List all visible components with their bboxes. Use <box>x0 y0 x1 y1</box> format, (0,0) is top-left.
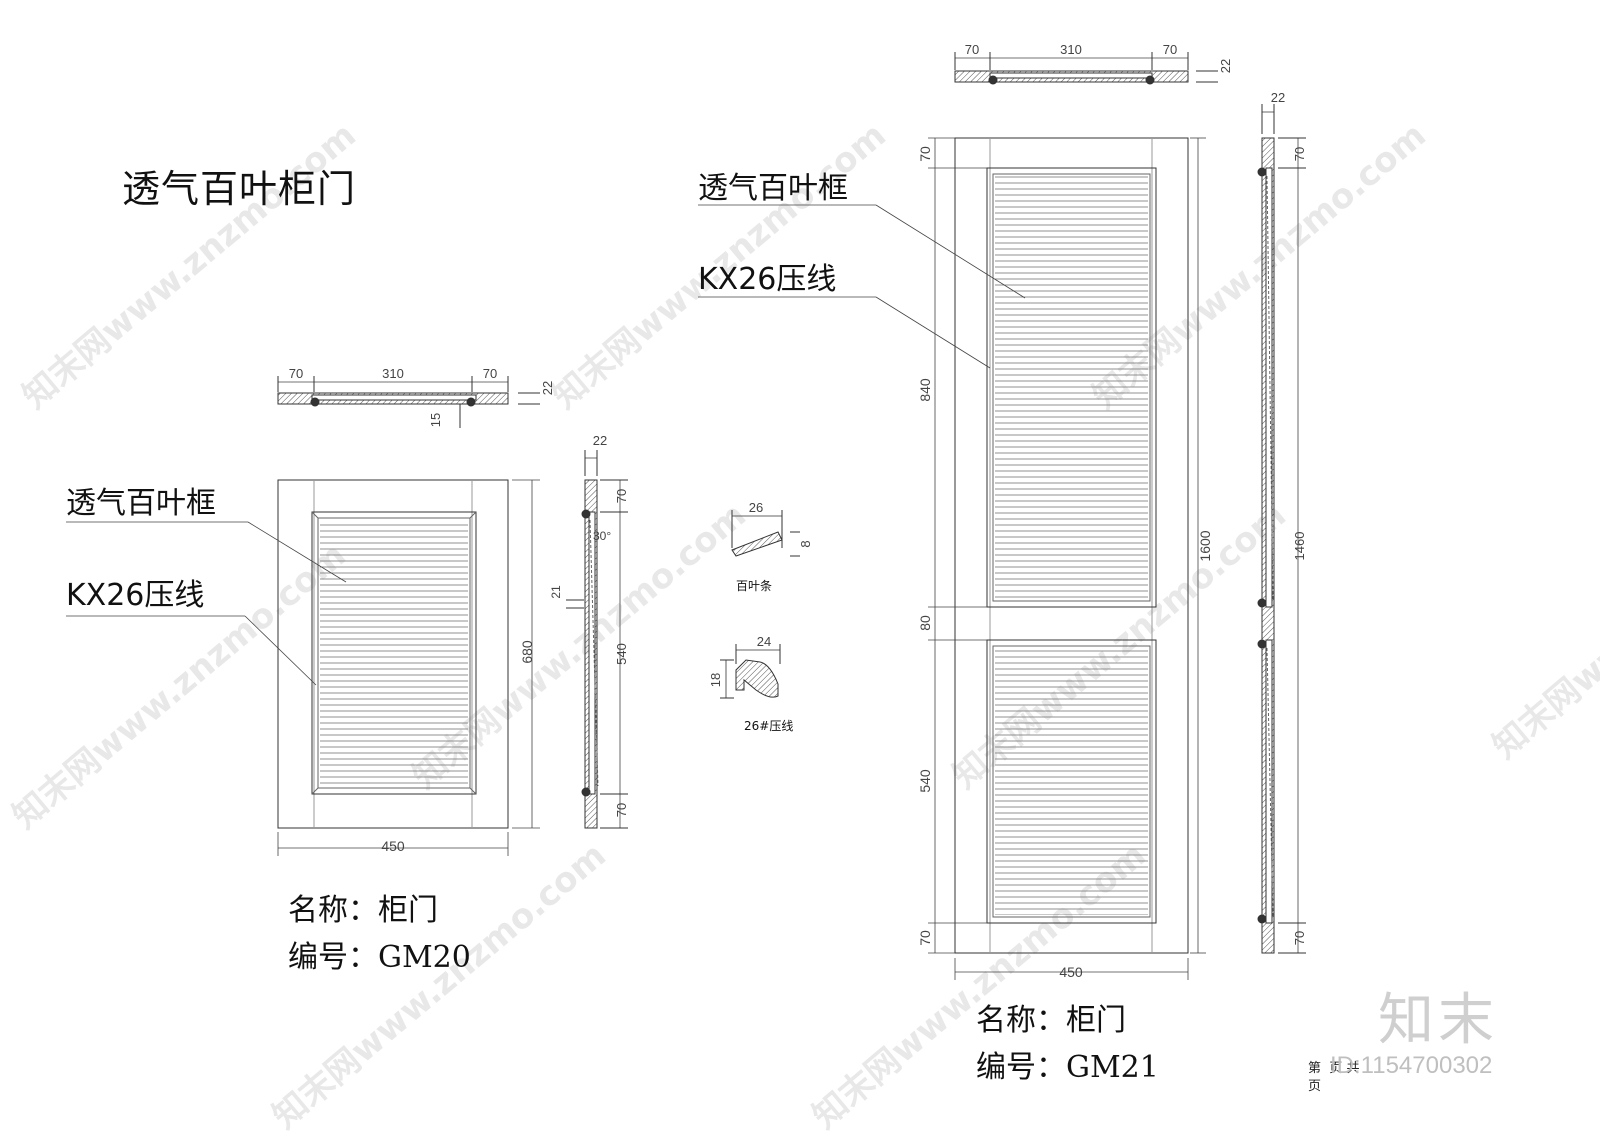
left-top-dim-2: 310 <box>382 366 404 381</box>
left-top-dim-3: 70 <box>483 366 497 381</box>
left-door-elevation <box>277 479 509 829</box>
right-callout-leaders <box>698 204 1026 369</box>
left-width-label: 450 <box>381 838 405 854</box>
right-code-label: 编号：GM21 <box>976 1050 1159 1085</box>
right-side-top: 70 <box>1292 147 1307 161</box>
left-top-section <box>277 376 540 428</box>
brand-logo: 知末 <box>1378 988 1498 1053</box>
left-height-label: 680 <box>519 640 535 664</box>
left-side-mid: 540 <box>614 643 629 665</box>
left-callout-frame: 透气百叶框 <box>66 486 216 521</box>
right-top-thickness: 22 <box>1218 59 1233 73</box>
trim-width-label: 24 <box>757 634 771 649</box>
drawing-id: ID:1154700302 <box>1330 1052 1493 1079</box>
right-top-dim-3: 70 <box>1163 42 1177 57</box>
slat-width-label: 26 <box>749 500 763 515</box>
left-width-dim <box>277 832 509 856</box>
left-side-section <box>566 450 628 829</box>
slat-gap-label: 21 <box>549 585 563 599</box>
right-callout-trim: KX26压线 <box>698 262 837 297</box>
right-side-section <box>1257 104 1306 954</box>
trim-detail-label: 26#压线 <box>744 719 794 733</box>
right-height-label: 1600 <box>1197 530 1213 561</box>
left-height-dim <box>512 479 540 829</box>
page-info-total: 共 <box>1346 1061 1360 1076</box>
right-side-mid: 1460 <box>1292 532 1307 561</box>
left-callout-leaders <box>66 521 347 686</box>
page-info: 第 页 共 页 <box>1308 1060 1359 1096</box>
trim-detail <box>720 644 781 699</box>
left-top-dim-1: 70 <box>289 366 303 381</box>
left-side-top: 70 <box>614 489 629 503</box>
right-v-panel1: 840 <box>917 378 933 402</box>
right-door-elevation <box>954 137 1189 954</box>
right-callout-frame: 透气百叶框 <box>698 171 848 206</box>
left-callout-trim: KX26压线 <box>66 578 205 613</box>
slat-detail-label: 百叶条 <box>736 579 773 593</box>
left-side-bot: 70 <box>614 803 629 817</box>
right-width-label: 450 <box>1059 964 1083 980</box>
left-code-label: 编号：GM20 <box>288 940 471 975</box>
sheet-title: 透气百叶柜门 <box>122 167 357 211</box>
right-v-top: 70 <box>917 146 933 162</box>
slat-thickness-label: 8 <box>798 540 813 547</box>
right-vertical-dims <box>928 137 1206 980</box>
right-side-thickness: 22 <box>1271 90 1285 105</box>
right-top-dim-2: 310 <box>1060 42 1082 57</box>
right-v-mid: 80 <box>917 615 933 631</box>
page-info-mid: 页 <box>1329 1061 1343 1076</box>
right-top-dim-1: 70 <box>965 42 979 57</box>
right-v-bot: 70 <box>917 930 933 946</box>
left-top-thickness: 22 <box>540 381 555 395</box>
left-top-inset: 15 <box>428 413 443 427</box>
left-side-thickness: 22 <box>593 433 607 448</box>
right-name-label: 名称：柜门 <box>976 1003 1126 1038</box>
left-name-label: 名称：柜门 <box>288 893 438 928</box>
page-info-suffix: 页 <box>1308 1079 1322 1094</box>
trim-height-label: 18 <box>708 673 723 687</box>
slat-angle-label: 30° <box>593 529 611 543</box>
right-v-panel2: 540 <box>917 769 933 793</box>
page-info-prefix: 第 <box>1308 1061 1322 1076</box>
right-top-section <box>954 52 1218 85</box>
right-side-bot: 70 <box>1292 931 1307 945</box>
slat-detail <box>731 510 800 557</box>
